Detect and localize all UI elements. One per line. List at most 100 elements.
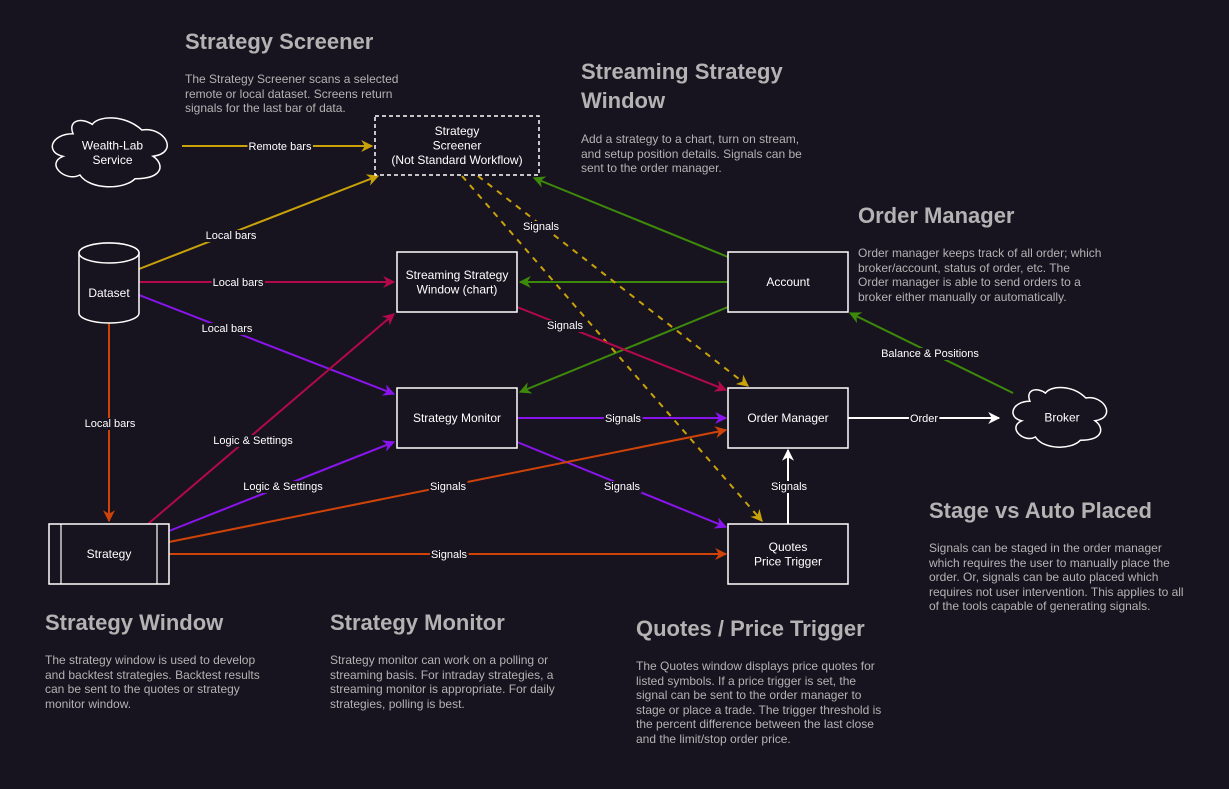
section-text-line: The Strategy Screener scans a selected xyxy=(185,72,399,86)
section-text-line: and the limit/stop order price. xyxy=(636,731,791,746)
node-label: Service xyxy=(92,153,132,167)
edge-label: Order xyxy=(908,413,940,425)
node-label: Window (chart) xyxy=(417,282,498,296)
node-label: Strategy xyxy=(435,124,480,138)
edge-label-bg xyxy=(880,348,981,360)
node-account[interactable]: Account xyxy=(727,251,849,313)
section-strategy-monitor: Strategy Monitor Strategy monitor can wo… xyxy=(330,608,555,711)
node-label: Order Manager xyxy=(747,411,828,425)
edge-label-text: Logic & Settings xyxy=(243,481,323,493)
edge-label-bg xyxy=(200,323,254,335)
edge-label-text: Local bars xyxy=(206,230,257,242)
edge-label-bg xyxy=(242,481,325,493)
section-text-line: The Quotes window displays price quotes … xyxy=(636,659,875,673)
section-text-line: order. Or, signals can be auto placed wh… xyxy=(929,570,1159,584)
edge-dataset-to-screener xyxy=(138,174,380,270)
node-box xyxy=(396,251,518,313)
node-box xyxy=(727,523,849,585)
edge-label: Local bars xyxy=(200,323,254,335)
section-text-line: strategies, polling is best. xyxy=(330,696,465,711)
edge-label: Signals xyxy=(521,221,561,233)
node-label: Account xyxy=(766,275,810,289)
edge-label-bg xyxy=(247,141,313,153)
edge-label: Signals xyxy=(545,320,585,332)
cloud-shape xyxy=(1012,386,1108,448)
node-box xyxy=(396,387,518,449)
section-text-line: broker either manually or automatically. xyxy=(858,289,1067,304)
edge-label: Logic & Settings xyxy=(242,481,325,493)
edge-label: Logic & Settings xyxy=(212,435,295,447)
section-text-line: signal can be sent to the order manager … xyxy=(636,688,862,702)
node-label: Price Trigger xyxy=(754,554,822,568)
edge-strategy-to-streaming xyxy=(147,313,395,525)
section-title: Stage vs Auto Placed xyxy=(929,498,1152,523)
section-text-line: and setup position details. Signals can … xyxy=(581,146,802,161)
node-label: Wealth-Lab xyxy=(82,138,143,152)
edge-line xyxy=(477,175,749,387)
edge-label: Remote bars xyxy=(247,141,313,153)
edge-label-bg xyxy=(212,435,295,447)
edge-label: Signals xyxy=(428,481,468,493)
edge-label: Local bars xyxy=(83,418,137,430)
edge-label-bg xyxy=(211,277,265,289)
node-label: Streaming Strategy xyxy=(406,268,509,282)
edge-label-bg xyxy=(908,413,940,425)
edge-label-text: Signals xyxy=(547,320,584,332)
section-title-line: Window xyxy=(581,88,666,113)
edge-line xyxy=(532,176,729,258)
node-broker[interactable]: Broker xyxy=(1012,386,1108,448)
node-label: Dataset xyxy=(88,286,130,300)
edge-line xyxy=(147,313,395,525)
node-dataset[interactable]: Dataset xyxy=(78,242,140,324)
cylinder-top xyxy=(78,242,140,264)
section-text-line: Strategy monitor can work on a polling o… xyxy=(330,653,549,667)
section-title: Strategy Screener xyxy=(185,29,374,54)
node-monitor[interactable]: Strategy Monitor xyxy=(396,387,518,449)
edge-label-text: Logic & Settings xyxy=(213,435,293,447)
edge-label: Local bars xyxy=(211,277,265,289)
section-title: Strategy Monitor xyxy=(330,610,505,635)
section-text-line: stage or place a trade. The trigger thre… xyxy=(636,702,882,717)
node-label: Strategy Monitor xyxy=(413,411,501,425)
cloud-shape xyxy=(51,117,168,188)
edge-screener-to-order_manager xyxy=(477,175,749,387)
edge-label-text: Local bars xyxy=(202,323,253,335)
edge-label-bg xyxy=(603,413,643,425)
node-label: Quotes xyxy=(769,540,808,554)
section-text-line: which requires the user to manually plac… xyxy=(929,555,1170,570)
edge-label: Signals xyxy=(429,549,469,561)
edge-label-bg xyxy=(428,481,468,493)
edge-label-bg xyxy=(429,549,469,561)
edge-account-to-screener xyxy=(532,176,729,258)
edge-label-bg xyxy=(545,320,585,332)
edge-label: Signals xyxy=(603,413,643,425)
edge-label-text: Balance & Positions xyxy=(881,348,979,360)
node-box xyxy=(727,251,849,313)
edge-label: Local bars xyxy=(204,230,258,242)
edge-dataset-to-monitor xyxy=(138,294,396,396)
node-order-manager[interactable]: Order Manager xyxy=(727,387,849,449)
edge-label: Signals xyxy=(602,481,642,493)
section-text-line: remote or local dataset. Screens return xyxy=(185,86,393,101)
node-box xyxy=(374,115,540,176)
section-text-line: signals for the last bar of data. xyxy=(185,101,346,115)
section-text-line: streaming monitor is appropriate. For da… xyxy=(330,682,555,696)
edge-label-bg xyxy=(602,481,642,493)
section-text-line: of the tools capable of generating signa… xyxy=(929,599,1151,613)
section-text-line: can be sent to the quotes or strategy xyxy=(45,682,240,696)
edge-label: Balance & Positions xyxy=(880,348,981,360)
section-text-line: sent to the order manager. xyxy=(581,161,722,175)
section-streaming-strategy-window: Streaming Strategy Window Add a strategy… xyxy=(581,57,802,176)
node-label: Broker xyxy=(1044,411,1079,425)
edge-label-text: Signals xyxy=(431,549,468,561)
section-text-line: Order manager is able to send orders to … xyxy=(858,275,1081,289)
edge-label-text: Signals xyxy=(430,481,467,493)
section-text-line: Order manager keeps track of all order; … xyxy=(858,246,1102,260)
section-order-manager: Order Manager Order manager keeps track … xyxy=(858,201,1101,304)
section-title: Order Manager xyxy=(858,203,1015,228)
node-strategy[interactable]: Strategy xyxy=(48,523,170,585)
